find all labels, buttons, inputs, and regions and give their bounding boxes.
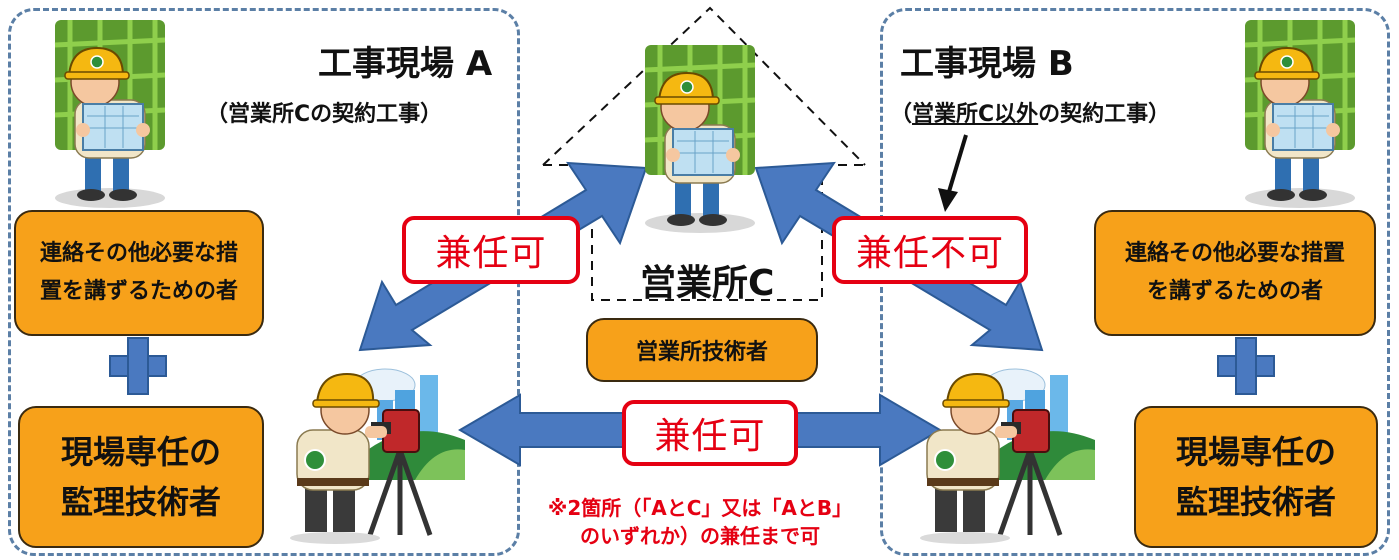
- site-b-subtitle: （営業所C以外の契約工事）: [890, 96, 1170, 128]
- site-b-subtitle-prefix: （: [890, 102, 913, 127]
- site-b-title: 工事現場 B: [900, 44, 1074, 84]
- site-b-liaison-box: 連絡その他必要な措置を講ずるための者: [1094, 210, 1376, 336]
- note-line-1: ※2箇所（「AとC」又は「AとB」: [547, 496, 853, 520]
- office-engineer-box: 営業所技術者: [586, 318, 818, 382]
- office-c-label: 営業所C: [640, 263, 775, 304]
- site-b-engineer-box: 現場専任の監理技術者: [1134, 406, 1378, 548]
- note-line-2: のいずれか）の兼任まで可: [580, 524, 820, 548]
- plus-icon: [109, 337, 167, 395]
- concurrency-note: ※2箇所（「AとC」又は「AとB」 のいずれか）の兼任まで可: [520, 494, 880, 550]
- site-a-subtitle: （営業所Cの契約工事）: [206, 102, 443, 127]
- site-a-liaison-box: 連絡その他必要な措置を講ずるための者: [14, 210, 264, 336]
- right-concurrent-not-allowed-label: 兼任不可: [832, 216, 1028, 284]
- site-b-subtitle-underlined: 営業所C以外: [912, 102, 1039, 127]
- left-concurrent-allowed-label: 兼任可: [402, 216, 580, 284]
- surveyor-icon: [920, 369, 1095, 544]
- worker-blueprint-icon: [645, 45, 755, 233]
- plus-icon: [1217, 337, 1275, 395]
- site-a-engineer-box: 現場専任の監理技術者: [18, 406, 264, 548]
- site-b-subtitle-suffix: の契約工事）: [1038, 102, 1171, 127]
- site-a-title: 工事現場 A: [318, 44, 493, 84]
- worker-blueprint-icon: [55, 20, 165, 208]
- surveyor-icon: [290, 369, 465, 544]
- worker-blueprint-icon: [1245, 20, 1355, 208]
- bottom-concurrent-allowed-label: 兼任可: [622, 400, 798, 466]
